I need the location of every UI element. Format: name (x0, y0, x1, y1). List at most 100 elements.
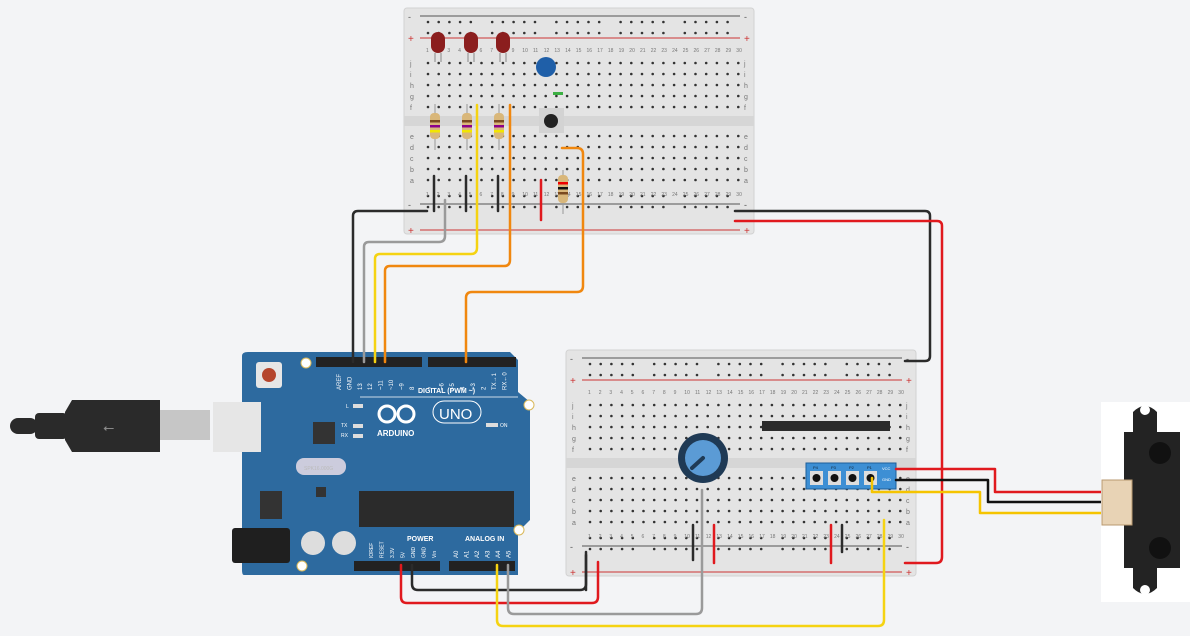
hole[interactable] (630, 61, 633, 65)
rail-hole[interactable] (749, 373, 752, 377)
rail-hole[interactable] (663, 536, 667, 540)
hole[interactable] (619, 61, 622, 65)
hole[interactable] (781, 509, 784, 513)
hole[interactable] (715, 145, 719, 149)
rail-hole[interactable] (726, 31, 729, 35)
rail-hole[interactable] (588, 373, 592, 377)
hole[interactable] (642, 520, 645, 524)
rail-hole[interactable] (727, 373, 731, 377)
hole[interactable] (792, 447, 795, 451)
hole[interactable] (448, 61, 451, 65)
rail-hole[interactable] (631, 373, 635, 377)
rail-hole[interactable] (845, 547, 849, 551)
wire-rail-vcc[interactable] (733, 219, 944, 565)
rail-hole[interactable] (694, 205, 697, 209)
hole[interactable] (523, 156, 526, 160)
hole[interactable] (610, 520, 613, 524)
hole[interactable] (555, 178, 558, 182)
rail-hole[interactable] (866, 536, 870, 540)
hole[interactable] (652, 447, 656, 451)
rail-hole[interactable] (599, 373, 602, 377)
hole[interactable] (792, 414, 795, 418)
hole[interactable] (683, 167, 687, 171)
hole[interactable] (620, 487, 624, 491)
hole[interactable] (770, 509, 774, 513)
rail-hole[interactable] (490, 194, 494, 198)
hole[interactable] (672, 94, 676, 98)
hole[interactable] (759, 520, 763, 524)
hole[interactable] (845, 403, 849, 407)
hole[interactable] (694, 61, 697, 65)
rail-hole[interactable] (877, 362, 881, 366)
hole[interactable] (458, 83, 462, 87)
rail-hole[interactable] (597, 20, 601, 24)
hole[interactable] (599, 487, 602, 491)
hole[interactable] (448, 178, 451, 182)
hole[interactable] (642, 509, 645, 513)
hole[interactable] (704, 156, 708, 160)
hole[interactable] (674, 509, 677, 513)
hole[interactable] (662, 145, 665, 149)
hole[interactable] (597, 156, 601, 160)
rail-hole[interactable] (845, 362, 849, 366)
hole[interactable] (651, 72, 654, 76)
wire-pin12[interactable] (373, 103, 479, 364)
hole[interactable] (781, 447, 784, 451)
hole[interactable] (599, 476, 602, 480)
rail-hole[interactable] (685, 373, 688, 377)
hole[interactable] (651, 167, 654, 171)
hole[interactable] (610, 447, 613, 451)
rail-hole[interactable] (749, 362, 752, 366)
hole[interactable] (501, 72, 505, 76)
hole[interactable] (512, 145, 515, 149)
hole[interactable] (899, 487, 902, 491)
rail-hole[interactable] (749, 536, 752, 540)
rail-hole[interactable] (448, 20, 451, 24)
hole[interactable] (523, 83, 526, 87)
hole[interactable] (533, 61, 537, 65)
hole[interactable] (683, 61, 687, 65)
hole[interactable] (899, 447, 902, 451)
hole[interactable] (856, 403, 859, 407)
rail-hole[interactable] (437, 205, 441, 209)
breadboard-bottom[interactable]: -+-+-+-+11223344556677889910101111121213… (565, 349, 917, 579)
hole[interactable] (802, 436, 806, 440)
hole[interactable] (620, 498, 624, 502)
hole[interactable] (437, 178, 441, 182)
hole[interactable] (576, 178, 580, 182)
hole[interactable] (597, 134, 601, 138)
hole[interactable] (877, 498, 881, 502)
rail-hole[interactable] (490, 31, 494, 35)
hole[interactable] (533, 167, 537, 171)
hole[interactable] (597, 61, 601, 65)
hole[interactable] (490, 94, 494, 98)
hole[interactable] (770, 436, 774, 440)
hole[interactable] (759, 403, 763, 407)
hole[interactable] (608, 94, 612, 98)
wire-sensor-vcc[interactable] (894, 467, 1107, 494)
rail-hole[interactable] (888, 373, 891, 377)
rail-hole[interactable] (597, 205, 601, 209)
hole[interactable] (426, 178, 430, 182)
rail-hole[interactable] (640, 205, 644, 209)
hole[interactable] (704, 145, 708, 149)
hole[interactable] (426, 72, 430, 76)
hole[interactable] (640, 105, 644, 109)
hole[interactable] (662, 134, 665, 138)
hole[interactable] (738, 403, 742, 407)
rail-hole[interactable] (576, 194, 580, 198)
hole[interactable] (717, 509, 720, 513)
rail-hole[interactable] (426, 194, 430, 198)
rail-hole[interactable] (877, 373, 881, 377)
hole[interactable] (704, 61, 708, 65)
rail-hole[interactable] (469, 20, 473, 24)
rail-hole[interactable] (685, 536, 688, 540)
rail-hole[interactable] (640, 31, 644, 35)
hole[interactable] (715, 134, 719, 138)
hole[interactable] (426, 83, 430, 87)
hole[interactable] (834, 498, 838, 502)
rail-hole[interactable] (695, 536, 699, 540)
hole[interactable] (694, 72, 697, 76)
rail-hole[interactable] (877, 536, 881, 540)
hole[interactable] (717, 498, 720, 502)
